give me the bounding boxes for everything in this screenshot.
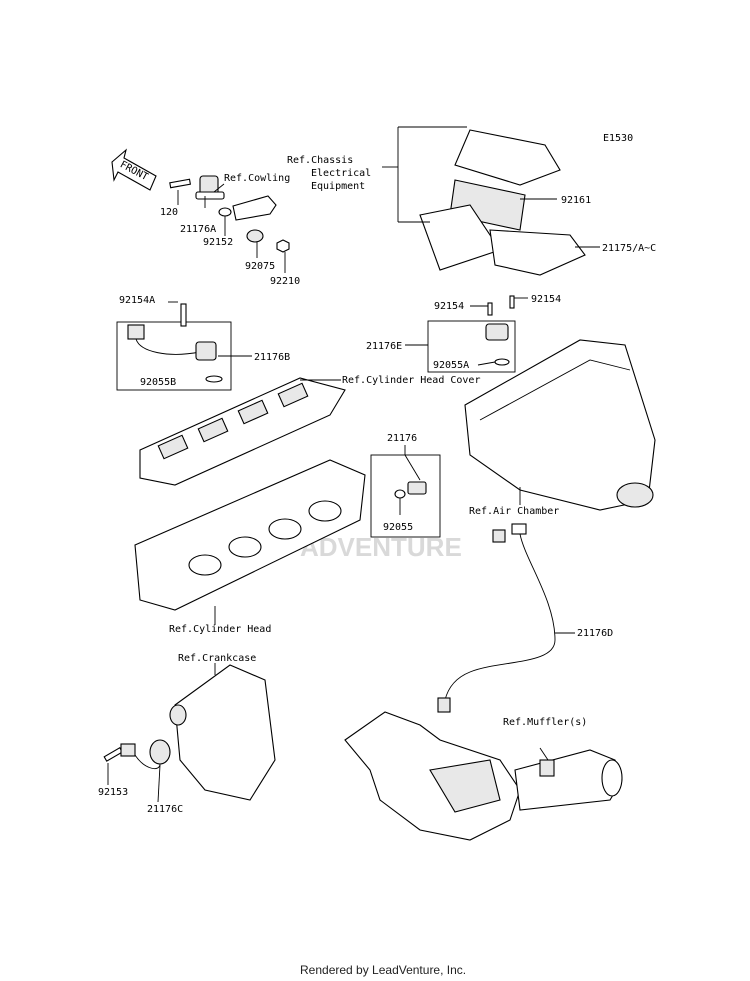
crankcase bbox=[169, 663, 276, 801]
label-21176E: 21176E bbox=[366, 341, 402, 352]
label-21175: 21175/A~C bbox=[602, 243, 656, 254]
label-ref-cowling: Ref.Cowling bbox=[224, 173, 290, 184]
diagram-id: E1530 bbox=[603, 133, 633, 144]
ecu-21175 bbox=[489, 229, 586, 276]
label-ref-head-cover: Ref.Cylinder Head Cover bbox=[342, 375, 480, 386]
connector-21176C bbox=[120, 743, 136, 757]
sensor-21176E-group bbox=[405, 295, 528, 366]
sensor-21176C bbox=[149, 739, 171, 765]
bolt-92154A bbox=[180, 303, 187, 327]
label-21176A: 21176A bbox=[180, 224, 216, 235]
washer-92152 bbox=[218, 207, 232, 217]
label-92075: 92075 bbox=[245, 261, 275, 272]
front-arrow-icon: FRONT bbox=[111, 148, 157, 191]
label-92154-right: 92154 bbox=[531, 294, 561, 305]
sensor-21176-group bbox=[394, 445, 427, 515]
label-ref-chassis-2: Electrical bbox=[311, 168, 371, 179]
sensor-group-top-left bbox=[169, 175, 290, 273]
ecu-group bbox=[382, 126, 600, 276]
connector-21176D bbox=[492, 529, 506, 543]
connector-21176B bbox=[127, 324, 145, 340]
label-21176C: 21176C bbox=[147, 804, 183, 815]
bolt-120 bbox=[169, 178, 192, 189]
bolt-92153 bbox=[103, 747, 124, 762]
label-ref-muffler: Ref.Muffler(s) bbox=[503, 717, 587, 728]
cylinder-head bbox=[134, 459, 366, 625]
label-92161: 92161 bbox=[561, 195, 591, 206]
cowling-bracket bbox=[232, 195, 277, 221]
label-92154A: 92154A bbox=[119, 295, 155, 306]
label-21176B: 21176B bbox=[254, 352, 290, 363]
label-21176: 21176 bbox=[387, 433, 417, 444]
label-92152: 92152 bbox=[203, 237, 233, 248]
label-92153: 92153 bbox=[98, 787, 128, 798]
ecu-bracket-top bbox=[454, 129, 561, 186]
label-92055: 92055 bbox=[383, 522, 413, 533]
sensor-21176E bbox=[485, 323, 509, 341]
oring-92055A bbox=[494, 358, 510, 366]
cylinder-head-cover bbox=[139, 377, 346, 486]
washer-92055 bbox=[394, 489, 406, 499]
knock-sensor-group bbox=[103, 739, 171, 803]
nut-92210 bbox=[276, 239, 290, 253]
sensor-21176 bbox=[407, 481, 427, 495]
o2-sensor-21176D bbox=[437, 523, 575, 713]
label-92210: 92210 bbox=[270, 276, 300, 287]
bolt-92154-left bbox=[487, 302, 493, 316]
bolt-92154-right bbox=[509, 295, 515, 309]
oring-92055B bbox=[205, 375, 223, 383]
label-92055B: 92055B bbox=[140, 377, 176, 388]
sensor-21176B bbox=[195, 341, 217, 361]
box-21176E bbox=[427, 320, 516, 373]
label-21176D: 21176D bbox=[577, 628, 613, 639]
footer-credit: Rendered by LeadVenture, Inc. bbox=[300, 963, 466, 977]
label-ref-chassis-3: Equipment bbox=[311, 181, 365, 192]
bracket-muffler bbox=[539, 759, 555, 777]
label-ref-chassis-1: Ref.Chassis bbox=[287, 155, 353, 166]
air-chamber bbox=[464, 339, 656, 511]
grommet-92075 bbox=[246, 229, 264, 243]
sensor-tip-21176D bbox=[437, 697, 451, 713]
label-ref-cyl-head: Ref.Cylinder Head bbox=[169, 624, 271, 635]
sensor-21176B-group bbox=[127, 301, 252, 383]
muffler bbox=[344, 711, 623, 841]
label-120: 120 bbox=[160, 207, 178, 218]
label-ref-crankcase: Ref.Crankcase bbox=[178, 653, 256, 664]
label-92055A: 92055A bbox=[433, 360, 469, 371]
label-92154-left: 92154 bbox=[434, 301, 464, 312]
label-ref-air-chamber: Ref.Air Chamber bbox=[469, 506, 559, 517]
